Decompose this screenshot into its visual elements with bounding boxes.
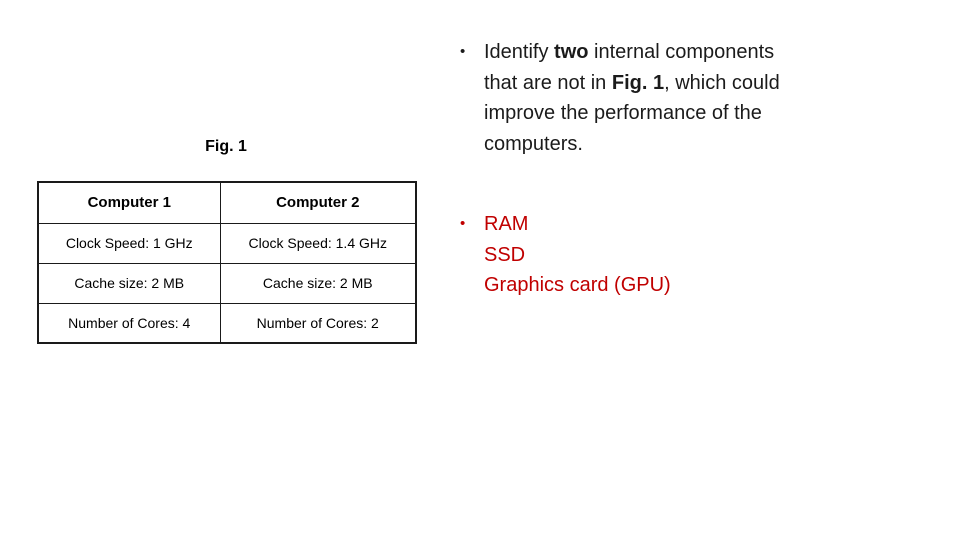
table-cell-cache-size-1: Cache size: 2 MB	[37, 262, 221, 304]
table-cell-clock-speed-2: Clock Speed: 1.4 GHz	[219, 222, 417, 264]
bullet-icon: •	[460, 215, 466, 232]
table-header-computer-2: Computer 2	[219, 181, 417, 224]
figure-caption: Fig. 1	[205, 138, 247, 155]
table-row: Cache size: 2 MB Cache size: 2 MB	[37, 262, 417, 304]
table-row: Number of Cores: 4 Number of Cores: 2	[37, 302, 417, 344]
answer-text: RAM SSD Graphics card (GPU)	[484, 209, 892, 301]
bullet-icon: •	[460, 43, 466, 60]
computer-spec-table: Computer 1 Computer 2 Clock Speed: 1 GHz…	[37, 181, 417, 344]
question-text: Identify two internal components that ar…	[484, 37, 892, 159]
table-header-computer-1: Computer 1	[37, 181, 221, 224]
question-line: improve the performance of the	[484, 102, 762, 124]
table-cell-cores-1: Number of Cores: 4	[37, 302, 221, 344]
question-bullet-item: • Identify two internal components that …	[460, 37, 892, 159]
figure-1-block: Fig. 1 Computer 1 Computer 2 Clock Speed…	[37, 137, 417, 344]
answer-line-ssd: SSD	[484, 243, 526, 266]
question-line: computers.	[484, 132, 583, 155]
slide-text-block: • Identify two internal components that …	[460, 37, 892, 301]
question-line: Identify two internal components	[484, 41, 775, 63]
table-cell-cache-size-2: Cache size: 2 MB	[219, 262, 417, 304]
table-header-row: Computer 1 Computer 2	[37, 181, 417, 224]
question-line: that are not in Fig. 1, which could	[484, 71, 780, 94]
answer-line-gpu: Graphics card (GPU)	[484, 274, 671, 296]
table-cell-cores-2: Number of Cores: 2	[219, 302, 417, 344]
table-row: Clock Speed: 1 GHz Clock Speed: 1.4 GHz	[37, 222, 417, 264]
answer-line-ram: RAM	[484, 213, 529, 235]
answer-bullet-item: • RAM SSD Graphics card (GPU)	[460, 209, 892, 301]
table-cell-clock-speed-1: Clock Speed: 1 GHz	[37, 222, 221, 264]
